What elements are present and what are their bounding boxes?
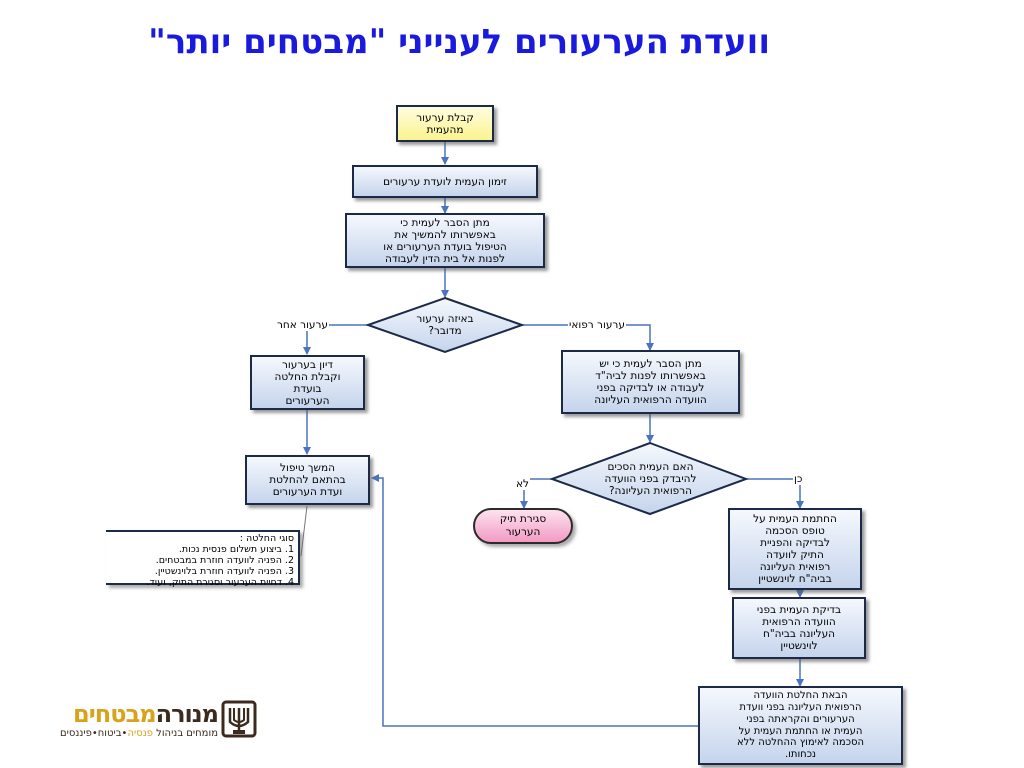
logo-tagline-accent: פנסיה xyxy=(127,728,153,739)
branch-label-medical: ערעור רפואי xyxy=(568,319,626,331)
page-title: וועדת הערעורים לענייני "מבטחים יותר" xyxy=(148,22,770,62)
decision-type-label: באיזה ערעור מדובר? xyxy=(416,313,474,337)
step-receive-appeal: קבלת ערעור מהעמית xyxy=(396,105,494,142)
logo-tagline-end: •ביטוח•פיננסים xyxy=(60,728,128,739)
step-bring-decision: הבאת החלטת הוועדה הרפואית העליונה בפני ו… xyxy=(698,686,903,765)
menorah-logo-icon xyxy=(221,700,257,738)
note-item: 2. הפניה לוועדה חוזרת במבטחים. xyxy=(155,555,294,566)
logo-wordmark-part1: מנורה xyxy=(155,700,219,728)
logo-wordmark-part2: מבטחים xyxy=(73,700,157,728)
step-discuss-decide: דיון בערעור וקבלת החלטה בועדת הערעורים xyxy=(250,355,365,410)
note-item: 4. דחיית הערעור וסגירת התיק, ועוד. xyxy=(146,577,294,588)
logo-wordmark: מנורהמבטחים xyxy=(73,700,219,728)
branch-label-no: לא xyxy=(515,478,530,490)
step-sign-consent: החתמת העמית על טופס הסכמה לבדיקה והפניית… xyxy=(728,508,862,590)
decision-type-diamond xyxy=(364,296,526,354)
note-item: 1. ביצוע תשלום פנסית נכות. xyxy=(178,544,294,555)
company-logo: מנורהמבטחים מומחים בניהול פנסיה•ביטוח•פי… xyxy=(38,698,258,748)
step-explain-options: מתן הסבר לעמית כי באפשרותו להמשיך את הטי… xyxy=(345,213,545,268)
note-item: 3. הפניה לוועדה חוזרת בלוינשטיין. xyxy=(154,566,294,577)
connector-decision-medical xyxy=(522,324,654,351)
connector-agree-yes xyxy=(746,478,804,509)
branch-label-other: ערעור אחר xyxy=(276,319,330,331)
decision-agree-diamond xyxy=(549,441,749,516)
logo-tagline: מומחים בניהול פנסיה•ביטוח•פיננסים xyxy=(60,728,218,739)
step-close-file: סגירת תיק הערעור xyxy=(473,508,573,544)
note-leader-line xyxy=(300,505,308,557)
step-medical-exam: בדיקת העמית בפני הוועדה הרפואית העליונה … xyxy=(732,597,866,659)
note-heading: סוגי החלטה : xyxy=(239,533,294,544)
logo-tagline-start: מומחים בניהול xyxy=(152,728,218,739)
decision-types-note: סוגי החלטה : 1. ביצוע תשלום פנסית נכות. … xyxy=(106,530,300,588)
step-continue-handling: המשך טיפול בהתאם להחלטת ועדת הערעורים xyxy=(245,455,370,505)
connector-bring-continue xyxy=(371,474,698,727)
step-schedule-committee: זימון העמית לועדת ערעורים xyxy=(352,165,538,198)
branch-label-yes: כן xyxy=(793,473,804,485)
step-explain-medical: מתן הסבר לעמית כי יש באפשרותו לפנות לביה… xyxy=(561,350,740,414)
decision-agree-label: האם העמית הסכים להיבדק בפני הוועדה הרפוא… xyxy=(604,461,697,497)
